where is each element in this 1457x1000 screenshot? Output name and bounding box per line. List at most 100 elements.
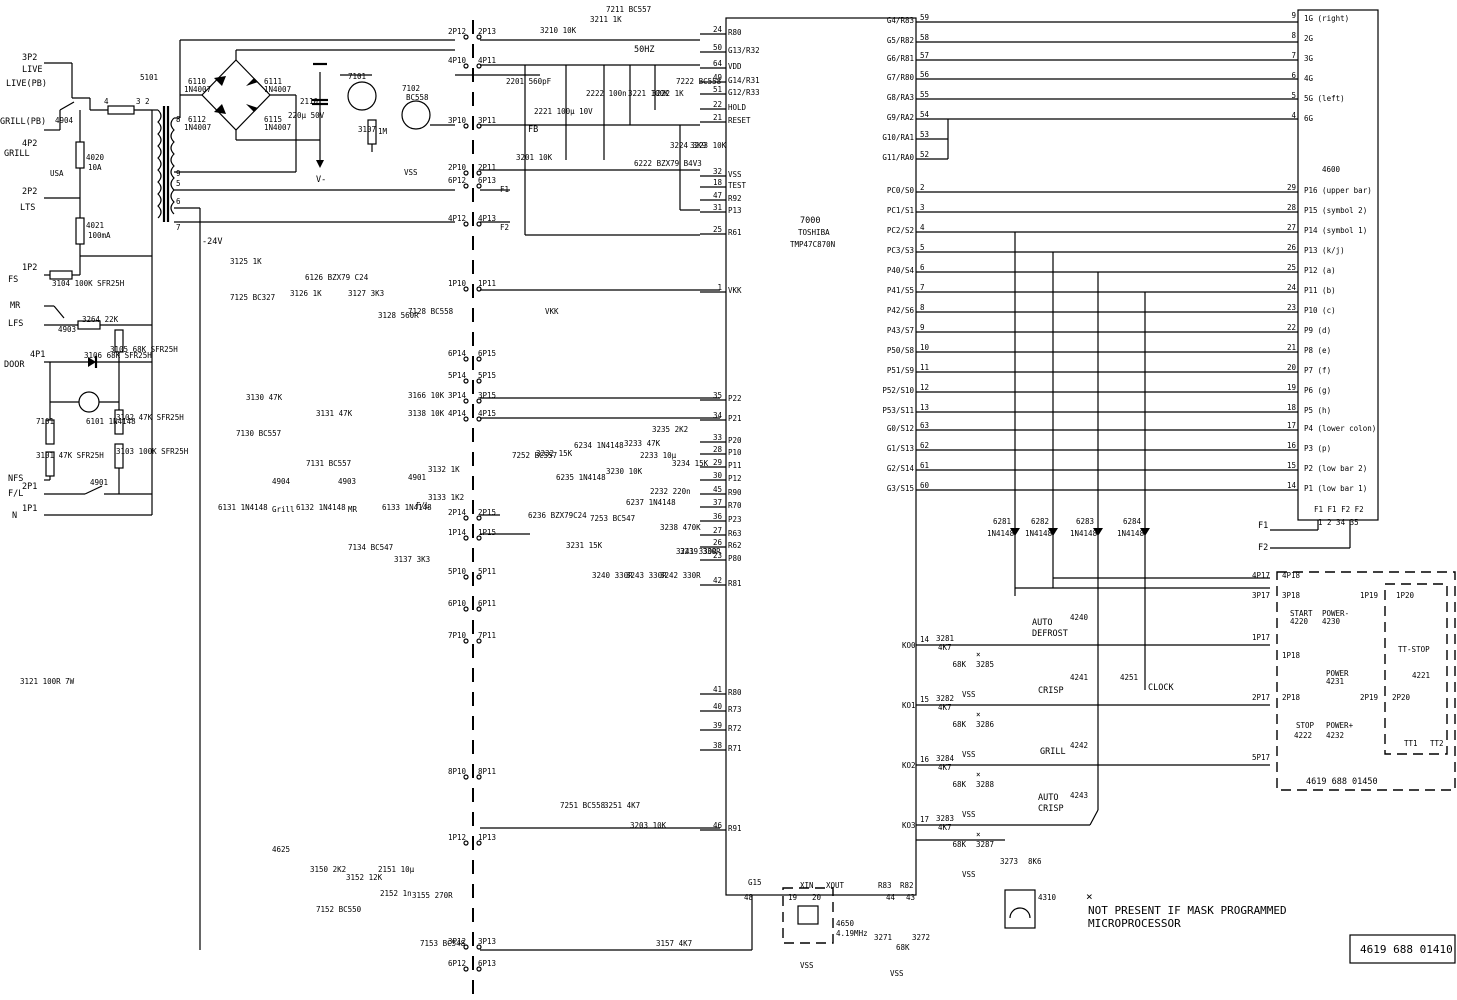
- component-label: 3203 10K: [630, 821, 667, 830]
- interboard-right: 2P15: [478, 508, 496, 517]
- ic-pin-name: P51/S9: [887, 366, 914, 375]
- note-line: NOT PRESENT IF MASK PROGRAMMED: [1088, 904, 1287, 917]
- transformer-pin: 7: [176, 223, 181, 232]
- ic-pin-num: 30: [713, 471, 723, 480]
- component-label: 3233 47K: [624, 439, 661, 448]
- crystal-4650-body: [797, 905, 819, 925]
- component-label: 3101 47K SFR25H: [36, 451, 104, 460]
- interboard-terminal: [463, 944, 469, 950]
- key-name: DEFROST: [1032, 629, 1068, 639]
- ic-pin-name: XIN: [800, 881, 814, 890]
- ic-pin-name: R91: [728, 824, 742, 833]
- ic-pin-name: VKK: [728, 286, 742, 295]
- key-res-ref: 3283: [936, 814, 954, 823]
- display-pin-num: 27: [1287, 223, 1296, 232]
- display-pin-name: P4 (lower colon): [1304, 424, 1376, 433]
- interboard-left: 4P14: [448, 409, 467, 418]
- display-pin-num: 28: [1287, 203, 1297, 212]
- component-label: 3241 330R: [676, 547, 717, 556]
- key-diode-symbol: [1140, 528, 1150, 536]
- component-label: 3155 270R: [412, 891, 453, 900]
- ic-pin-name: G3/S15: [887, 484, 914, 493]
- keyboard-key-name: POWER: [1326, 669, 1349, 678]
- display-pin-num: 17: [1287, 421, 1296, 430]
- component-label: 3234 15K: [672, 459, 709, 468]
- component-label: 2152 1n: [380, 889, 412, 898]
- key-vss: VSS: [962, 870, 976, 879]
- keyboard-board-outline: [1276, 571, 1456, 791]
- connector-label: 3P2: [22, 53, 37, 63]
- keyboard-pin: 2P18: [1282, 693, 1301, 702]
- ic-pin-name: G2/S14: [887, 464, 915, 473]
- component-label: 3105 68K SFR25H: [110, 345, 178, 354]
- rail-label: V-: [316, 175, 326, 185]
- interboard-left: 6P14: [448, 349, 467, 358]
- interboard-right: 4P15: [478, 409, 496, 418]
- display-pin-name: 3G: [1304, 54, 1314, 63]
- interboard-terminal: [476, 535, 482, 541]
- key-res-value: 4K7: [938, 763, 952, 772]
- ic-pin-name: G0/S12: [887, 424, 914, 433]
- component-label: 2233 10μ: [640, 451, 677, 460]
- ic-pin-name: G8/RA3: [887, 93, 914, 102]
- ic-pin-name: P22: [728, 394, 742, 403]
- ic-pin-name: R83: [878, 881, 892, 890]
- cap-ref: 2110: [300, 97, 319, 106]
- ic-pin-num: 1: [717, 283, 722, 292]
- transformer-pin: 6: [176, 197, 181, 206]
- display-pin-name: P1 (low bar 1): [1304, 484, 1367, 493]
- component-label: 3235 2K2: [652, 425, 688, 434]
- keyboard-pin: 3P18: [1282, 591, 1301, 600]
- interboard-left: 2P12: [448, 27, 466, 36]
- key-name: AUTO: [1038, 793, 1058, 803]
- key-name: AUTO: [1032, 618, 1052, 628]
- ic-pin-name: R62: [728, 541, 742, 550]
- interboard-left: 2P14: [448, 508, 467, 517]
- switch-label: 4903: [58, 325, 76, 334]
- key-pull-value: 68K: [952, 720, 966, 729]
- ic-pin-name: HOLD: [728, 103, 747, 112]
- display-pin-num: 4: [1291, 111, 1296, 120]
- interboard-terminal: [476, 515, 482, 521]
- ic-pin-num: 13: [920, 403, 929, 412]
- interboard-terminal: [476, 416, 482, 422]
- interboard-terminal: [476, 774, 482, 780]
- interboard-terminal: [463, 378, 469, 384]
- interboard-terminal: [476, 221, 482, 227]
- diode-type: 1N4007: [184, 85, 211, 94]
- interboard-right: 1P13: [478, 833, 496, 842]
- connector-label: 1P2: [22, 263, 37, 273]
- transformer-pin: 4: [104, 97, 109, 106]
- ic-part: TMP47C870N: [790, 240, 835, 249]
- ic-pin-num: 47: [713, 191, 722, 200]
- interboard-terminal: [476, 378, 482, 384]
- ic-pin-name: G10/RA1: [882, 133, 914, 142]
- key-pull-value: 68K: [952, 660, 966, 669]
- rail-label: VKK: [545, 307, 559, 316]
- component-label: 6133 1N4148: [382, 503, 432, 512]
- relay-label: Grill: [272, 505, 295, 514]
- component-label: 3166 10K: [408, 391, 445, 400]
- interboard-right: 4P11: [478, 56, 496, 65]
- keyboard-key-ref: 4230: [1322, 617, 1341, 626]
- component-label: 7152 BC550: [316, 905, 362, 914]
- key-input-label: KO1: [902, 701, 916, 710]
- ic-pin-num: 50: [713, 43, 723, 52]
- component-label: 3104 100K SFR25H: [52, 279, 125, 288]
- keyboard-key-name: TT-STOP: [1398, 645, 1430, 654]
- component-label: 4625: [272, 845, 290, 854]
- ic-pin-num: 23: [713, 551, 722, 560]
- component-label: 3102 47K SFR25H: [116, 413, 184, 422]
- ic-pin-name: P50/S8: [887, 346, 915, 355]
- interboard-left: 4P10: [448, 56, 467, 65]
- key-pull-ref: 3287: [976, 840, 994, 849]
- ic-pin-name: PC1/S1: [887, 206, 914, 215]
- display-bottom: F1 F1 F2 F2: [1314, 505, 1364, 514]
- interboard-terminal: [463, 774, 469, 780]
- crystal-ref: 4650: [836, 919, 855, 928]
- ic-pin-num: 54: [920, 110, 930, 119]
- keyboard-key-ref: 4222: [1294, 731, 1312, 740]
- key-pull-value: 68K: [952, 840, 966, 849]
- keyboard-key-ref: 4231: [1326, 677, 1344, 686]
- key-ref: 4242: [1070, 741, 1088, 750]
